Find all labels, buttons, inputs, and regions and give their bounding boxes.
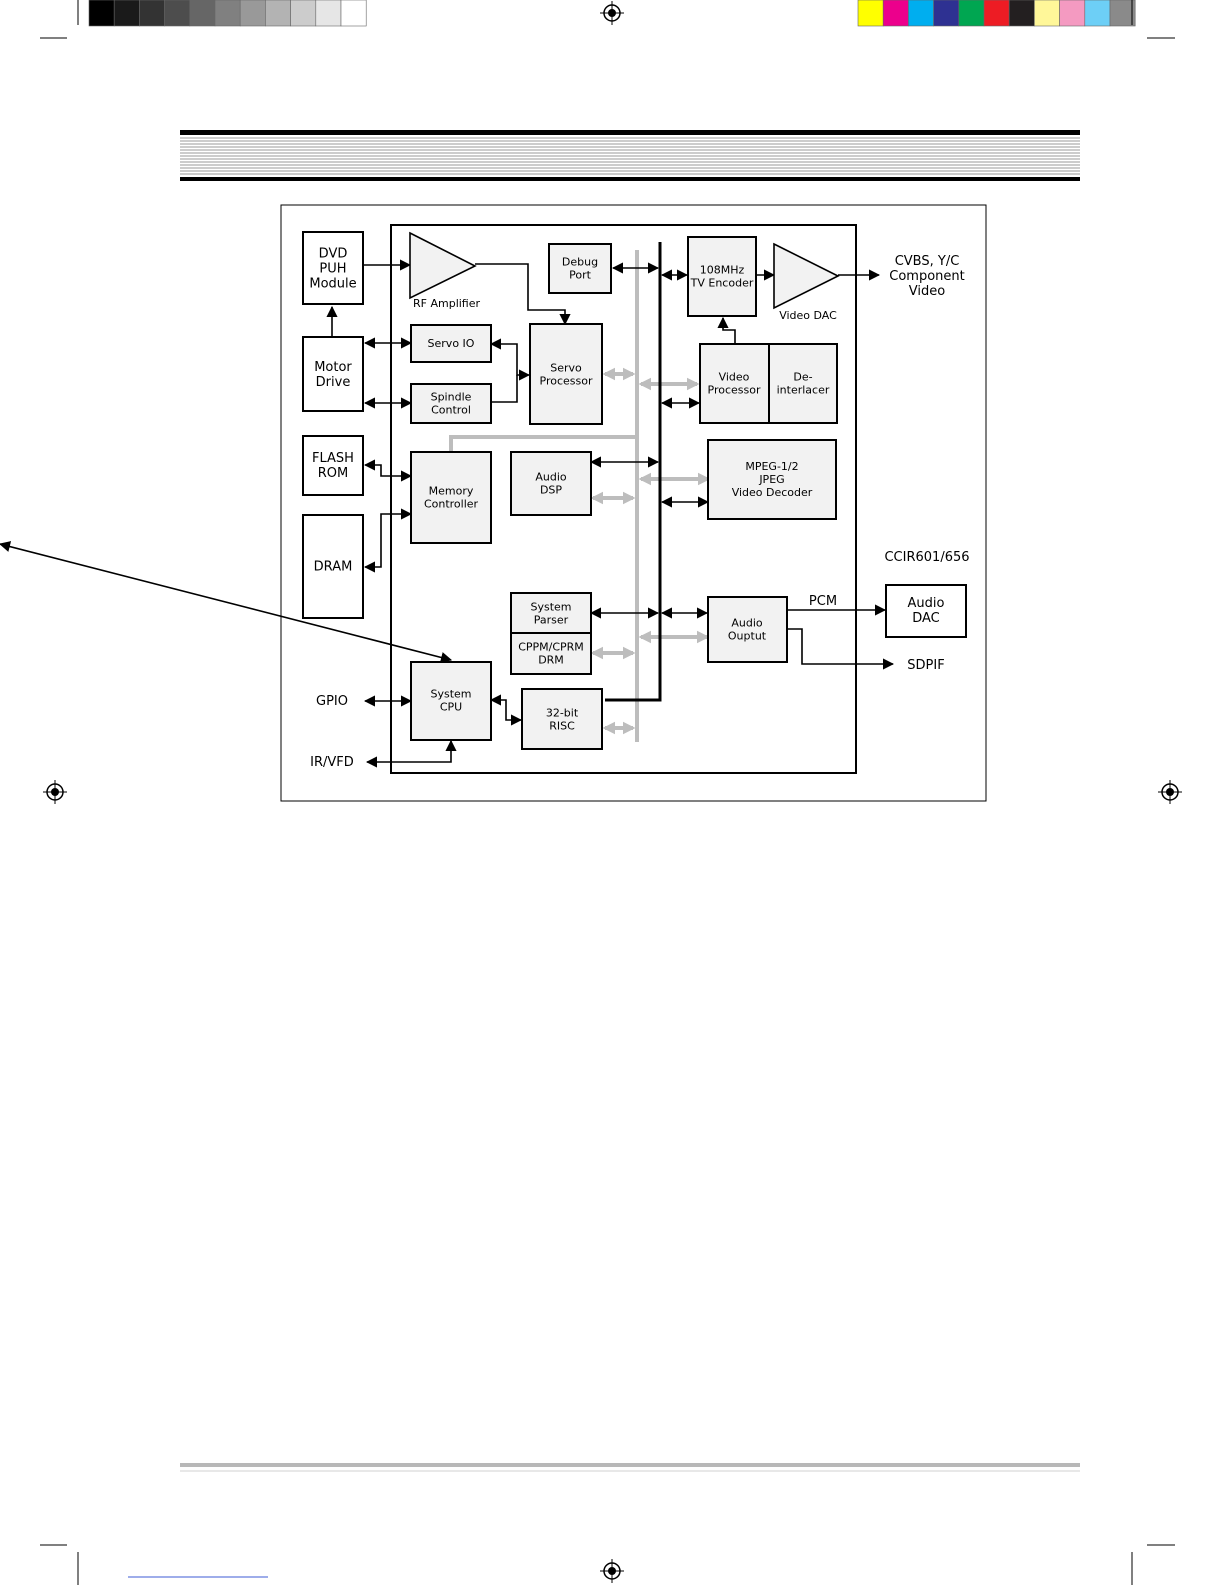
header-band bbox=[180, 130, 1080, 181]
calibration-swatch bbox=[1084, 0, 1111, 27]
calibration-swatch bbox=[882, 0, 909, 27]
debug-port-block bbox=[548, 243, 612, 294]
rf-amplifier-label: RF Amplifier bbox=[413, 297, 480, 310]
dram-label: DRAM bbox=[314, 560, 353, 575]
footer-rule bbox=[180, 1463, 1080, 1472]
calibration-swatch bbox=[139, 0, 165, 27]
calibration-swatch bbox=[164, 0, 191, 27]
calibration-swatch bbox=[857, 0, 884, 27]
memory-controller-block bbox=[410, 451, 492, 544]
servo-io-block bbox=[410, 324, 492, 363]
registration-target-icon bbox=[1157, 779, 1183, 805]
sdpif-label: SDPIF bbox=[907, 658, 944, 673]
pcm-label: PCM bbox=[809, 594, 837, 609]
servo-processor-block bbox=[529, 323, 603, 425]
system-parser-block bbox=[510, 592, 592, 634]
calibration-swatch bbox=[983, 0, 1010, 27]
crop-mark-icon bbox=[40, 0, 1175, 1585]
diagram-frame bbox=[280, 204, 987, 802]
calibration-swatch bbox=[88, 0, 115, 27]
video-dac-symbol bbox=[773, 242, 840, 310]
ccir-label: CCIR601/656 bbox=[884, 550, 969, 565]
calibration-swatch bbox=[290, 0, 317, 27]
audio-dac-block bbox=[885, 584, 967, 638]
grayscale-calibration-bar bbox=[88, 0, 367, 27]
calibration-swatch bbox=[113, 0, 140, 27]
calibration-swatch bbox=[958, 0, 985, 27]
registration-target-icon bbox=[42, 779, 68, 805]
dvd-puh-module-block bbox=[302, 231, 364, 305]
calibration-swatch bbox=[214, 0, 241, 27]
calibration-swatch bbox=[265, 0, 291, 27]
motor-drive-block bbox=[302, 336, 364, 412]
registration-target-icon bbox=[599, 0, 625, 26]
calibration-swatch bbox=[1008, 0, 1035, 27]
calibration-swatch bbox=[908, 0, 934, 27]
rf-amplifier-symbol bbox=[409, 231, 477, 300]
control-bus bbox=[589, 242, 710, 702]
calibration-swatch bbox=[315, 0, 342, 27]
signal-wires bbox=[0, 259, 895, 768]
risc-block bbox=[521, 688, 603, 750]
calibration-swatch bbox=[189, 0, 216, 27]
calibration-swatch bbox=[1109, 0, 1136, 27]
tv-encoder-block bbox=[687, 236, 757, 317]
registration-target-icon bbox=[599, 1558, 625, 1584]
calibration-swatch bbox=[239, 0, 266, 27]
mpeg-decoder-block bbox=[707, 439, 837, 520]
deinterlacer-label: De-interlacer bbox=[777, 370, 830, 396]
deinterlacer-block bbox=[768, 343, 838, 424]
audio-dsp-block bbox=[510, 451, 592, 516]
spindle-control-block bbox=[410, 383, 492, 424]
audio-output-block bbox=[707, 596, 788, 663]
flash-rom-block bbox=[302, 435, 364, 496]
video-processor-block bbox=[699, 343, 770, 424]
calibration-swatch bbox=[340, 0, 367, 27]
color-calibration-bar bbox=[857, 0, 1136, 27]
gpio-label: GPIO bbox=[316, 694, 348, 709]
video-dac-label: Video DAC bbox=[779, 309, 837, 322]
ir-vfd-label: IR/VFD bbox=[310, 755, 354, 770]
system-cpu-block bbox=[410, 661, 492, 741]
calibration-swatch bbox=[1034, 0, 1060, 27]
internal-data-bus bbox=[449, 250, 711, 742]
servo-io-label: Servo IO bbox=[428, 337, 475, 350]
calibration-swatch bbox=[933, 0, 960, 27]
cppm-drm-block bbox=[510, 632, 592, 675]
chip-boundary bbox=[390, 224, 857, 774]
dram-block bbox=[302, 514, 364, 619]
calibration-swatch bbox=[1059, 0, 1086, 27]
